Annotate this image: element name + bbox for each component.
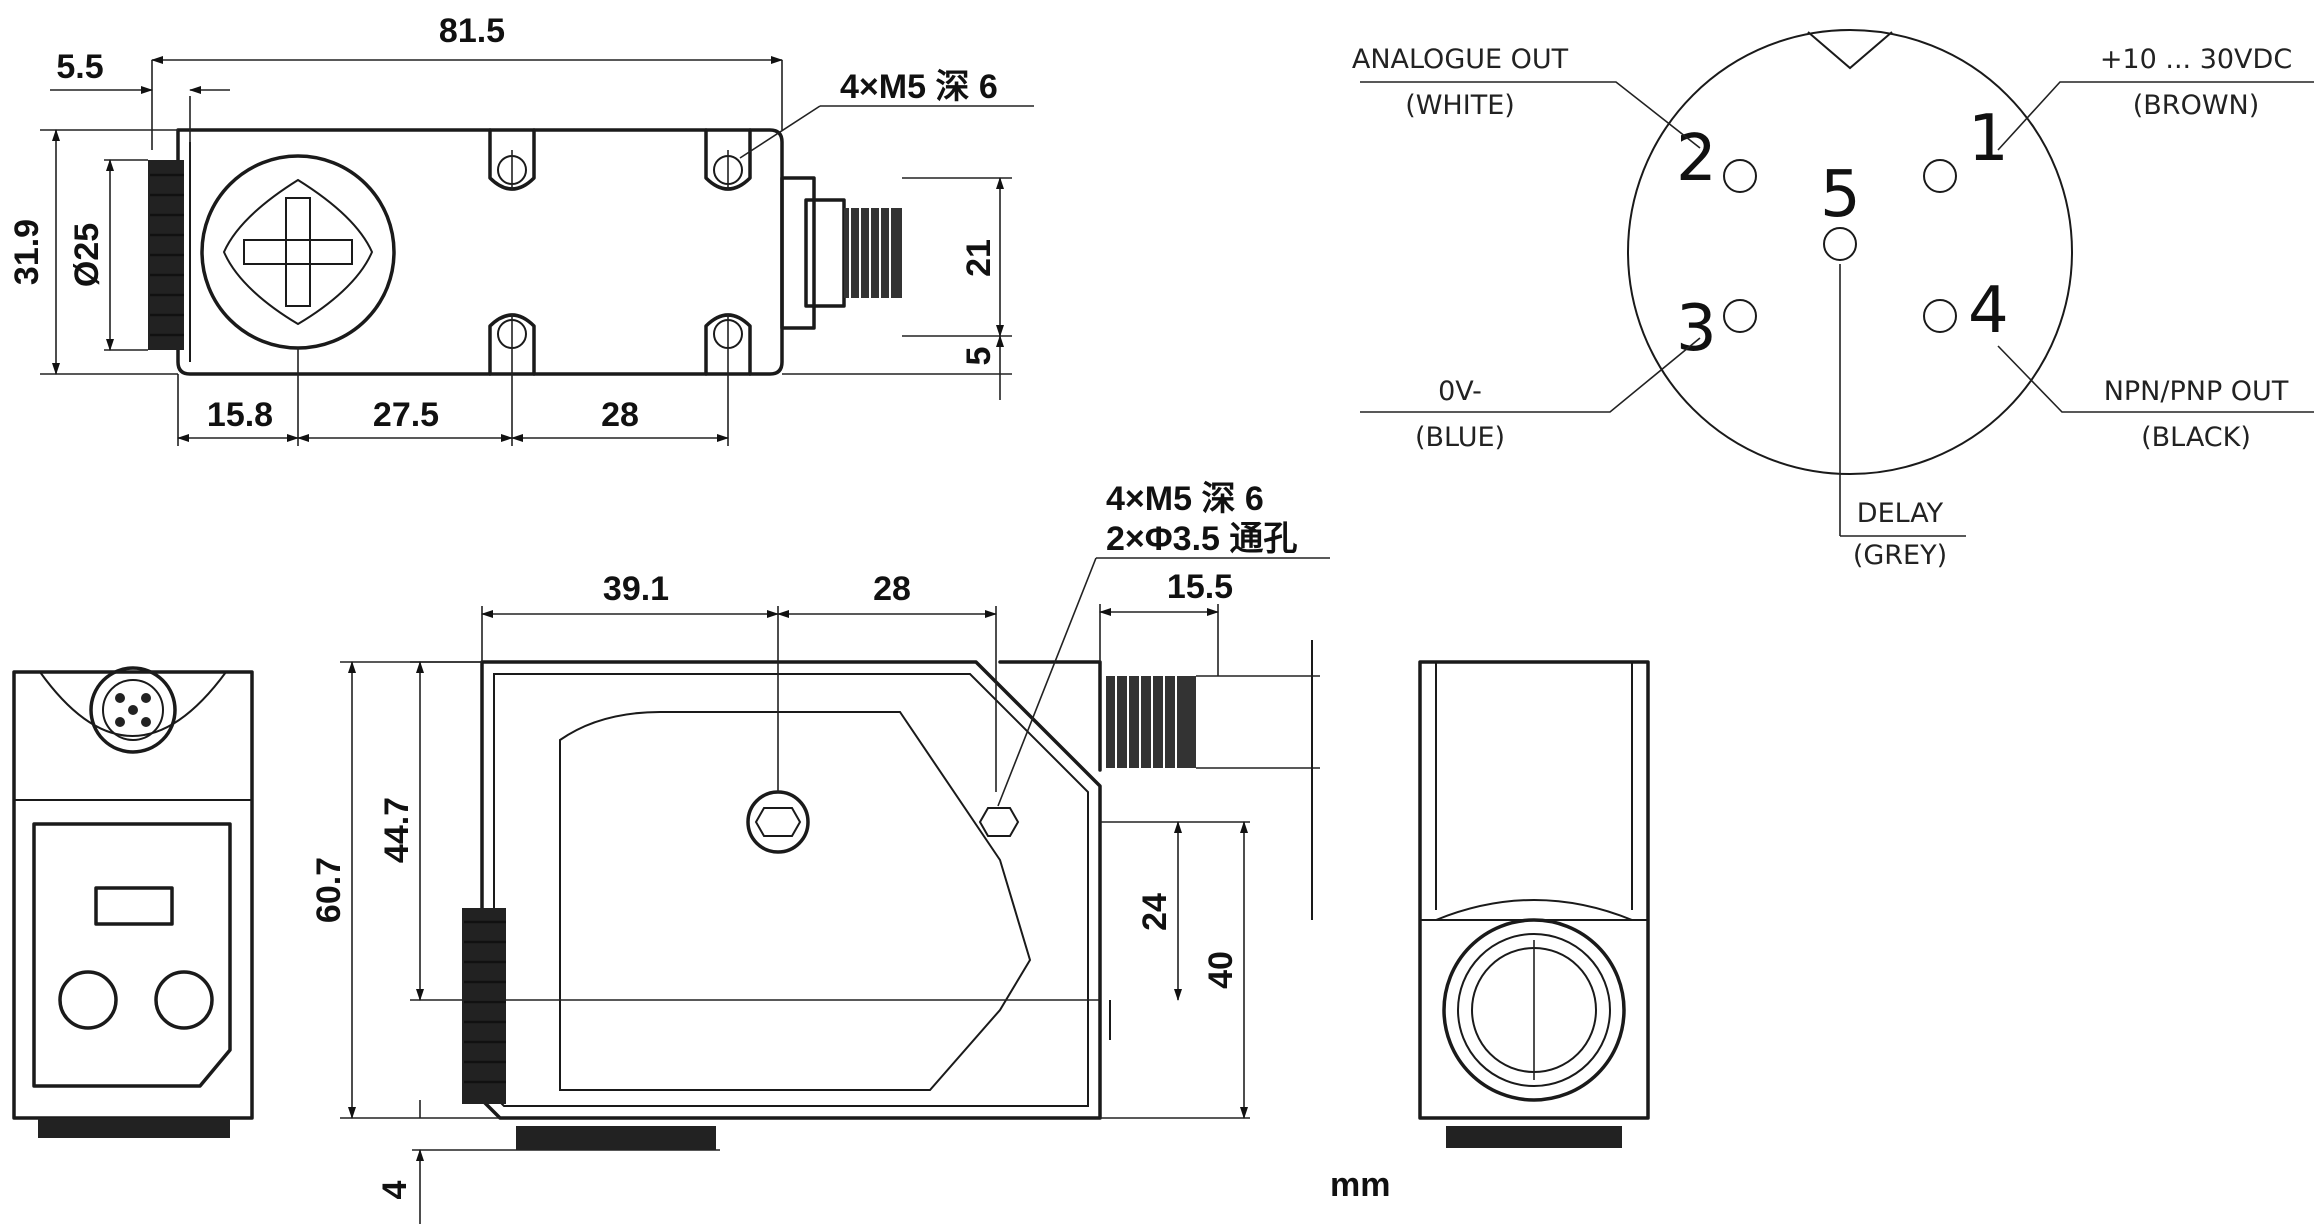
dim-side-40: 40 bbox=[1202, 951, 1240, 989]
leader-pin-4 bbox=[1997, 345, 2314, 413]
pin-number-1: 1 bbox=[1968, 102, 2009, 176]
dim-side-24: 24 bbox=[1136, 893, 1174, 931]
dim-connector-height: 21 bbox=[960, 239, 998, 277]
top-view: 81.5 5.5 4×M5 深 6 31.9 Ø25 21 5 bbox=[8, 12, 1034, 446]
dim-lens-diameter: Ø25 bbox=[68, 223, 106, 287]
side-view: 39.1 28 15.5 4×M5 深 6 2×Φ3.5 通孔 60.7 44.… bbox=[310, 480, 1390, 1224]
right-end-view bbox=[1418, 660, 1650, 1148]
dim-side-inner-height: 44.7 bbox=[378, 797, 416, 863]
dim-bottom-2: 27.5 bbox=[373, 396, 439, 434]
label-side-holes-2: 2×Φ3.5 通孔 bbox=[1106, 520, 1297, 558]
pin-5-color: (GREY) bbox=[1853, 540, 1947, 571]
side-panel bbox=[559, 711, 1032, 1091]
unit-label: mm bbox=[1330, 1166, 1390, 1204]
pin-3 bbox=[1723, 299, 1757, 333]
control-panel bbox=[32, 822, 232, 1088]
dim-lens-offset: 5.5 bbox=[56, 48, 103, 86]
dim-side-top-1: 39.1 bbox=[603, 570, 669, 608]
dim-connector-offset: 5 bbox=[960, 347, 998, 366]
pin-5-label: DELAY bbox=[1857, 498, 1944, 529]
connector-thread bbox=[844, 208, 902, 298]
pin-2 bbox=[1723, 159, 1757, 193]
pin-4-label: NPN/PNP OUT bbox=[2104, 376, 2289, 407]
dim-side-bottom: 4 bbox=[376, 1180, 414, 1199]
dim-side-height: 60.7 bbox=[310, 857, 348, 923]
label-side-holes-1: 4×M5 深 6 bbox=[1106, 480, 1264, 518]
button-left bbox=[58, 970, 118, 1030]
pin-5 bbox=[1823, 227, 1857, 261]
pin-2-color: (WHITE) bbox=[1405, 90, 1515, 121]
pin-3-label: 0V- bbox=[1438, 376, 1482, 407]
pin-2-label: ANALOGUE OUT bbox=[1352, 44, 1569, 75]
leader-pin-2 bbox=[1360, 81, 1701, 149]
button-right bbox=[154, 970, 214, 1030]
pin-number-4: 4 bbox=[1968, 274, 2009, 348]
pin-number-5: 5 bbox=[1820, 158, 1861, 232]
pin-1-label: +10 ... 30VDC bbox=[2100, 44, 2292, 75]
pin-number-3: 3 bbox=[1676, 292, 1717, 366]
dim-connector-length: 15.5 bbox=[1167, 568, 1233, 606]
connector-face bbox=[1627, 29, 2073, 475]
dim-bottom-3: 28 bbox=[601, 396, 639, 434]
pin-4-color: (BLACK) bbox=[2141, 422, 2251, 453]
key-notch bbox=[1807, 31, 1893, 70]
pin-1-color: (BROWN) bbox=[2133, 90, 2260, 121]
pin-4 bbox=[1923, 299, 1957, 333]
dim-height: 31.9 bbox=[8, 219, 46, 285]
dim-overall-length: 81.5 bbox=[439, 12, 505, 50]
left-end-view bbox=[12, 666, 254, 1138]
dim-bottom-1: 15.8 bbox=[207, 396, 273, 434]
top-view-body bbox=[176, 128, 784, 376]
connector-end bbox=[89, 666, 177, 754]
lens-ring bbox=[1442, 918, 1626, 1102]
adjustment-knob bbox=[200, 154, 396, 350]
display-window bbox=[94, 886, 174, 926]
hex-nut-small bbox=[978, 807, 1020, 837]
side-lens-knurl bbox=[462, 908, 506, 1104]
leader-pin-3 bbox=[1360, 337, 1701, 413]
pinout-diagram: 1 2 3 4 5 +10 ... 30VDC (BROWN) ANALOGUE… bbox=[1352, 29, 2314, 571]
leader-pin-1 bbox=[1997, 81, 2314, 151]
pin-3-color: (BLUE) bbox=[1415, 422, 1505, 453]
pin-1 bbox=[1923, 159, 1957, 193]
dim-side-top-2: 28 bbox=[873, 570, 911, 608]
hex-nut bbox=[746, 790, 810, 854]
label-mount-holes: 4×M5 深 6 bbox=[840, 68, 998, 106]
